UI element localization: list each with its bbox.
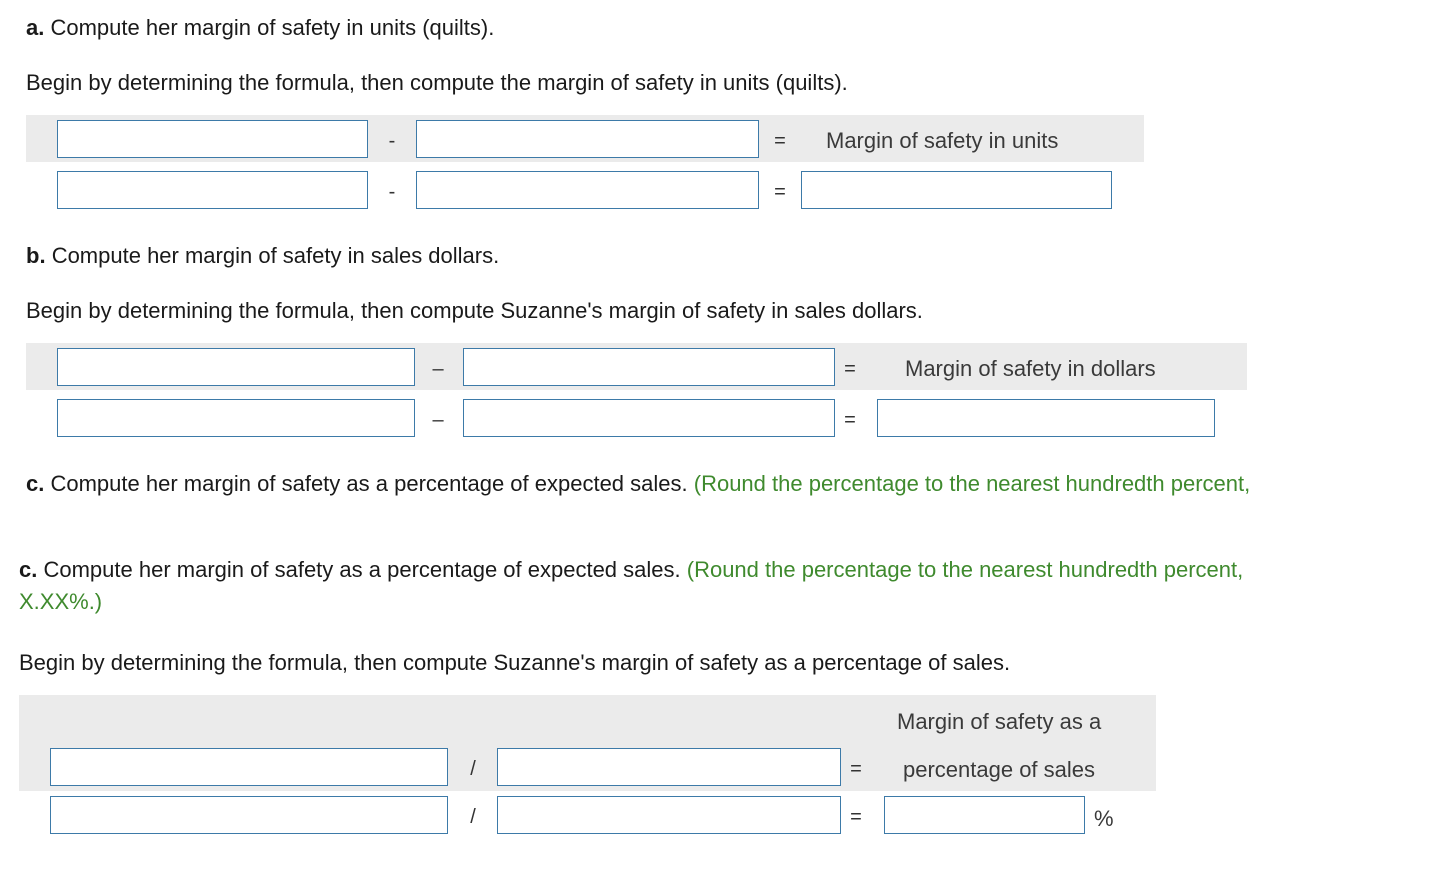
part-c-question-truncated: c. Compute her margin of safety as a per… (26, 471, 1250, 497)
part-c-hint-line2: X.XX%.) (19, 589, 103, 614)
part-c-formula-left-input[interactable] (50, 748, 448, 786)
part-b-minus-operator: – (432, 358, 444, 380)
part-a-equals-operator-2: = (774, 181, 786, 203)
part-c-truncated-hint: (Round the percentage to the nearest hun… (693, 471, 1251, 496)
part-b-value-left-input[interactable] (57, 399, 415, 437)
part-b-result-label: Margin of safety in dollars (905, 356, 1156, 381)
part-b-question: b. Compute her margin of safety in sales… (26, 243, 499, 269)
part-b-equals-operator: = (844, 358, 856, 380)
part-a-minus-operator-2: - (388, 181, 396, 203)
part-a-result-label: Margin of safety in units (826, 128, 1059, 153)
part-c-value-left-input[interactable] (50, 796, 448, 834)
part-a-result-input[interactable] (801, 171, 1112, 209)
part-b-formula-right-input[interactable] (463, 348, 835, 386)
part-c-result-label-line1: Margin of safety as a (897, 709, 1102, 734)
part-a-formula-left-input[interactable] (57, 120, 368, 158)
part-c-equals-operator-2: = (850, 806, 862, 828)
part-c-truncated-question-text: Compute her margin of safety as a percen… (50, 471, 688, 496)
part-c-result-input[interactable] (884, 796, 1085, 834)
part-c-question: c. Compute her margin of safety as a per… (19, 557, 1243, 583)
part-c-divide-operator: / (470, 758, 476, 780)
part-a-minus-operator: - (388, 130, 396, 152)
part-c-result-label-line2: percentage of sales (903, 757, 1096, 782)
part-b-minus-operator-2: – (432, 409, 444, 431)
part-b-equals-operator-2: = (844, 409, 856, 431)
percent-sign: % (1094, 806, 1114, 831)
part-c-equals-operator: = (850, 758, 862, 780)
part-a-formula-right-input[interactable] (416, 120, 759, 158)
part-a-value-right-input[interactable] (416, 171, 759, 209)
part-c-instruction: Begin by determining the formula, then c… (19, 650, 1011, 675)
part-c-truncated-letter: c. (26, 471, 45, 496)
part-c-divide-operator-2: / (470, 806, 476, 828)
part-b-value-right-input[interactable] (463, 399, 835, 437)
part-a-question: a. Compute her margin of safety in units… (26, 15, 494, 41)
part-a-value-left-input[interactable] (57, 171, 368, 209)
part-b-instruction: Begin by determining the formula, then c… (26, 298, 923, 323)
part-c-hint-line1: (Round the percentage to the nearest hun… (686, 557, 1244, 582)
part-c-formula-right-input[interactable] (497, 748, 841, 786)
part-a-question-text: Compute her margin of safety in units (q… (50, 15, 495, 40)
part-b-question-text: Compute her margin of safety in sales do… (51, 243, 500, 268)
part-b-result-input[interactable] (877, 399, 1215, 437)
part-a-instruction: Begin by determining the formula, then c… (26, 70, 848, 95)
part-c-letter: c. (19, 557, 38, 582)
part-c-value-right-input[interactable] (497, 796, 841, 834)
part-b-letter: b. (26, 243, 46, 268)
part-a-letter: a. (26, 15, 45, 40)
part-c-question-text: Compute her margin of safety as a percen… (43, 557, 681, 582)
part-a-equals-operator: = (774, 130, 786, 152)
part-b-formula-left-input[interactable] (57, 348, 415, 386)
